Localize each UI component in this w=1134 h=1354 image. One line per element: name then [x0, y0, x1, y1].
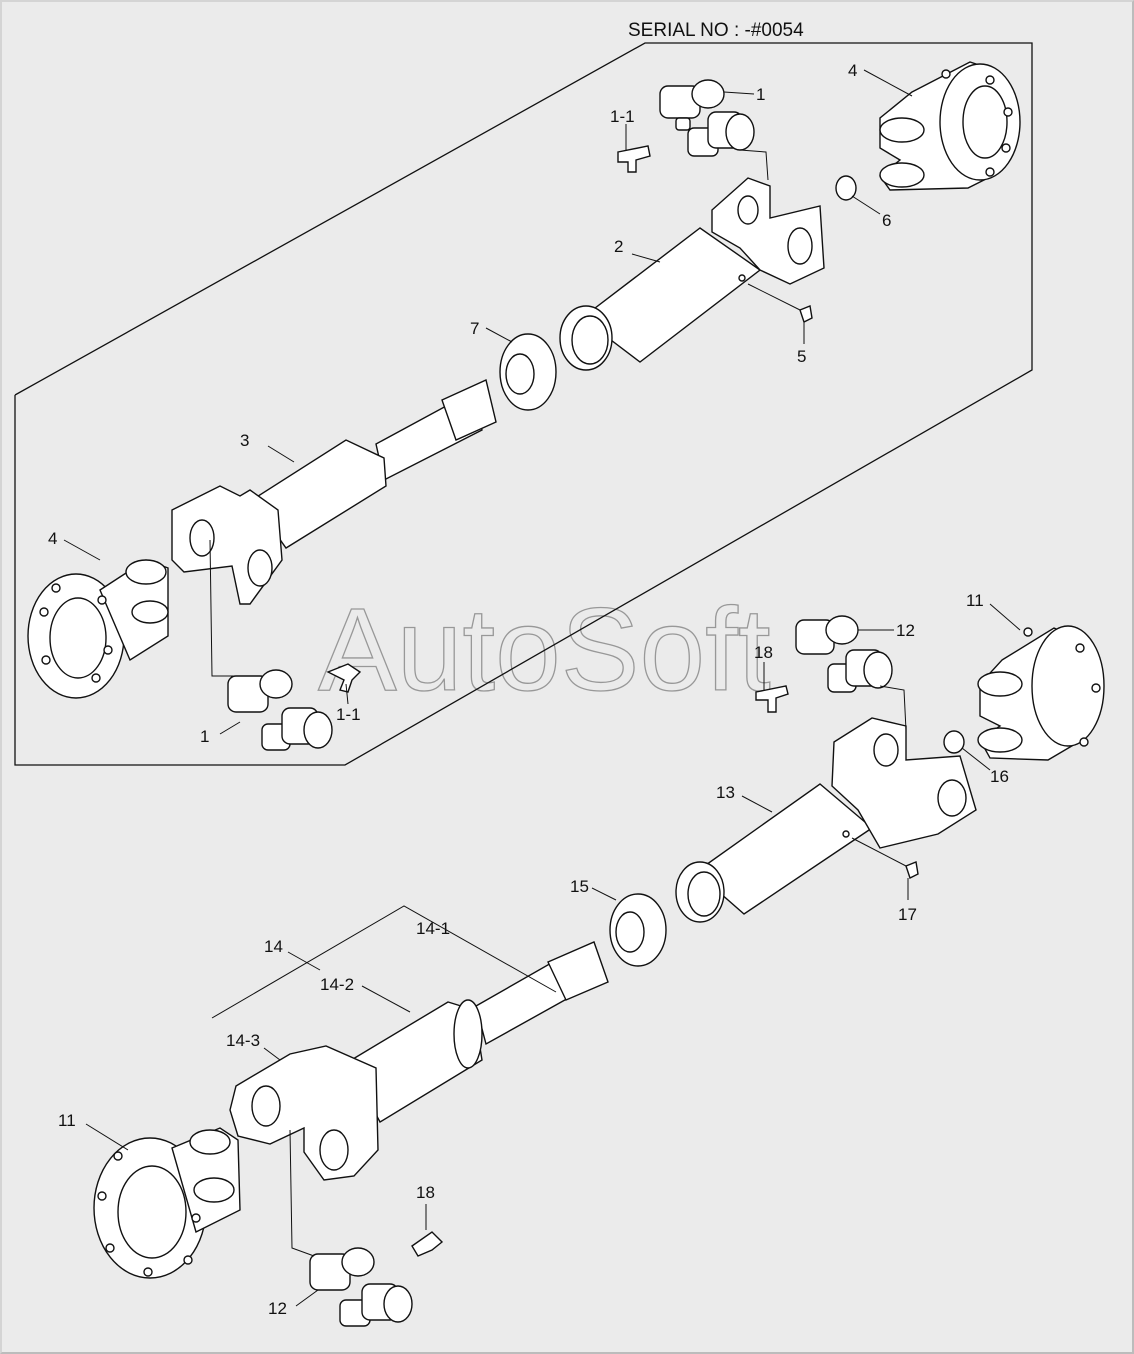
label-part-14-1: 14-1: [416, 919, 450, 938]
label-part-14-2: 14-2: [320, 975, 354, 994]
label-part-6: 6: [882, 211, 891, 230]
label-part-12-bottom: 12: [268, 1299, 287, 1318]
grease-nipple-part-17: [905, 861, 919, 879]
label-part-11-top: 11: [966, 591, 984, 610]
u-joint-cross-part-12-top: [795, 615, 893, 693]
spline-ring-part-15: [609, 893, 667, 967]
label-part-4-top: 4: [848, 61, 857, 80]
u-joint-cross-part-1-bottom: [227, 669, 333, 751]
label-part-14: 14: [264, 937, 283, 956]
spline-shaft-part-3: [171, 379, 497, 605]
flange-yoke-part-11-top: [977, 625, 1105, 761]
label-part-14-3: 14-3: [226, 1031, 260, 1050]
label-part-5: 5: [797, 347, 806, 366]
grease-nipple-part-5: [799, 305, 813, 323]
label-part-1-1-top: 1-1: [610, 107, 635, 126]
slip-yoke-tube-part-2: [559, 177, 825, 371]
label-part-13: 13: [716, 783, 735, 802]
label-part-4-left: 4: [48, 529, 57, 548]
spline-shaft-part-14: [229, 941, 609, 1181]
slip-yoke-tube-part-13: [675, 717, 977, 923]
u-joint-cross-part-12-bottom: [309, 1247, 413, 1327]
label-part-18-bottom: 18: [416, 1183, 435, 1202]
label-part-1-bottom: 1: [200, 727, 209, 746]
label-part-2: 2: [614, 237, 623, 256]
snap-ring-part-6: [835, 175, 857, 201]
grease-fitting-part-1-1-top: [617, 145, 651, 173]
label-part-18-top: 18: [754, 643, 773, 662]
flange-yoke-part-4-top: [879, 61, 1021, 191]
grease-fitting-part-18-bottom: [411, 1231, 444, 1257]
label-part-12-top: 12: [896, 621, 915, 640]
label-part-16: 16: [990, 767, 1009, 786]
spline-ring-part-7: [499, 333, 557, 411]
label-part-17: 17: [898, 905, 917, 924]
upper-assembly-frame: [14, 42, 1033, 766]
grease-fitting-part-18-top: [755, 685, 789, 713]
label-part-11-left: 11: [58, 1111, 76, 1130]
snap-ring-part-16: [943, 730, 965, 754]
label-part-1-top: 1: [756, 85, 765, 104]
label-part-3: 3: [240, 431, 249, 450]
flange-yoke-part-11-left: [93, 1127, 241, 1279]
label-part-1-1-bottom: 1-1: [336, 705, 361, 724]
label-part-7: 7: [470, 319, 479, 338]
leader-lines: [63, 69, 1021, 1307]
grease-fitting-part-1-1-bottom: [326, 663, 362, 693]
u-joint-cross-part-1-top: [659, 79, 755, 157]
serial-number: SERIAL NO : -#0054: [628, 20, 804, 41]
label-part-15: 15: [570, 877, 589, 896]
flange-yoke-part-4-left: [27, 559, 169, 699]
